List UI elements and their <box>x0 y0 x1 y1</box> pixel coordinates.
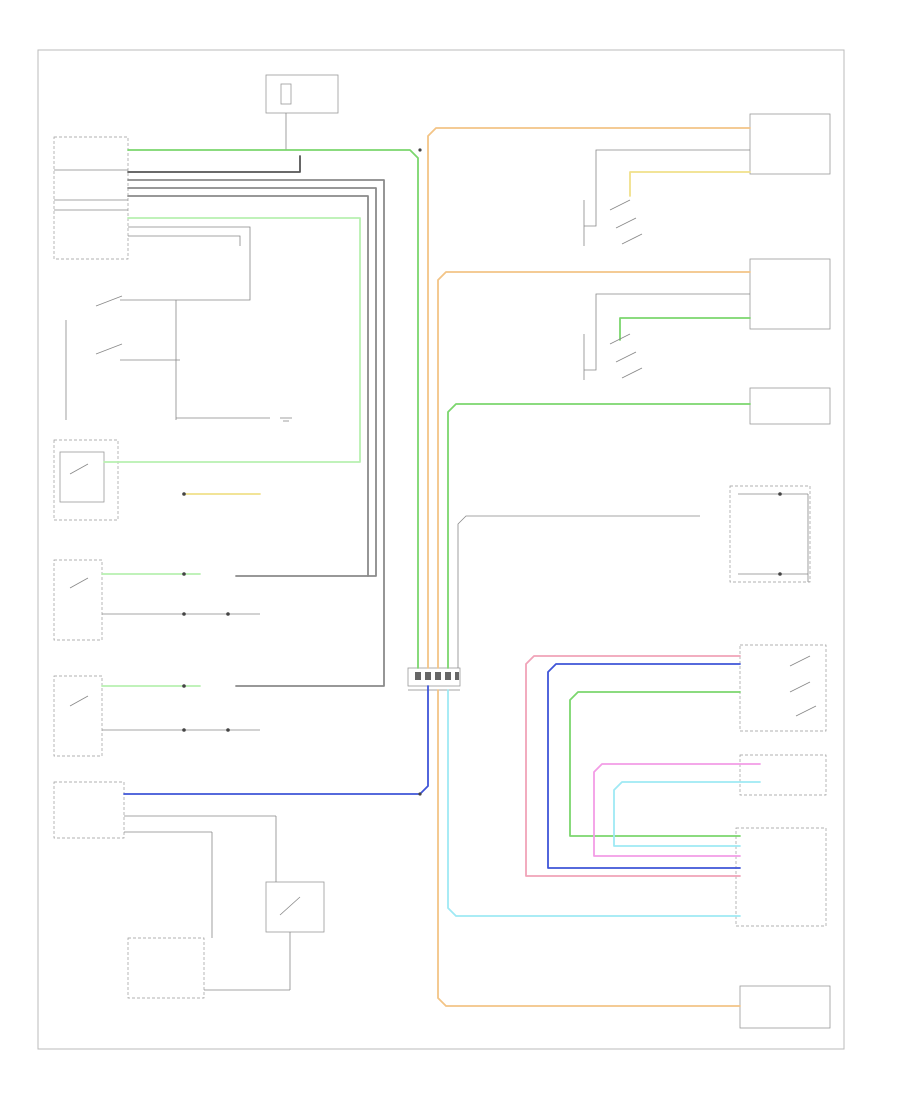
wire-yellow-right <box>629 171 751 197</box>
wire-magenta <box>593 763 761 857</box>
wire-grey-2 <box>127 187 377 577</box>
body-control-module <box>53 136 129 260</box>
wire-green-mid <box>447 403 751 669</box>
wire-green-top <box>127 149 419 669</box>
wire-blue-right <box>547 663 741 869</box>
relay-box <box>265 881 325 933</box>
left-door-module <box>53 559 103 641</box>
wire-grey-3 <box>127 195 369 577</box>
wire-thin-sensor <box>457 515 700 668</box>
remote-control-module <box>749 387 831 425</box>
door-switch-box <box>53 439 119 521</box>
left-switch-symbols <box>65 295 291 991</box>
instrument-panel-switch <box>739 644 827 732</box>
wire-orange-bottom <box>437 689 741 1007</box>
wire-green-right-2 <box>619 317 751 341</box>
connector-dots <box>182 148 782 796</box>
lock-sensor-box <box>729 485 811 583</box>
bottom-right-module <box>739 985 831 1029</box>
wire-black-1 <box>127 155 301 173</box>
liftgate-lock-module <box>739 754 827 796</box>
wire-cyan-right <box>613 781 761 847</box>
wire-grey-1 <box>127 179 385 687</box>
splice-terminals <box>415 672 459 680</box>
sensor-lines <box>738 493 809 582</box>
liftgate-control-module <box>735 827 827 927</box>
wire-orange-top <box>427 127 751 669</box>
fuse-symbol <box>280 83 292 150</box>
right-door-module <box>53 675 103 757</box>
driver-door-lock-switch <box>749 113 831 175</box>
wire-thin-1 <box>128 226 251 301</box>
passenger-door-lock-switch <box>749 258 831 330</box>
driver-lock-switch-symbol <box>583 199 643 246</box>
wire-green-right <box>569 691 741 837</box>
passenger-lock-switch-symbol <box>583 333 643 380</box>
wire-cyan <box>447 689 741 917</box>
diagram-frame <box>37 49 845 1050</box>
lower-left-module <box>53 781 125 839</box>
lower-control-module <box>127 937 205 999</box>
instrument-switch-symbol <box>789 655 817 717</box>
wire-pink <box>525 655 741 877</box>
wire-orange-mid <box>437 271 751 669</box>
fuse-block <box>265 74 339 114</box>
wire-blue <box>123 685 429 795</box>
wire-lightgreen-door <box>103 217 361 463</box>
splice-pack <box>407 667 461 691</box>
wire-grey-right-2 <box>584 293 750 371</box>
wire-grey-right-1 <box>584 149 750 227</box>
wire-thin-2 <box>128 235 241 246</box>
